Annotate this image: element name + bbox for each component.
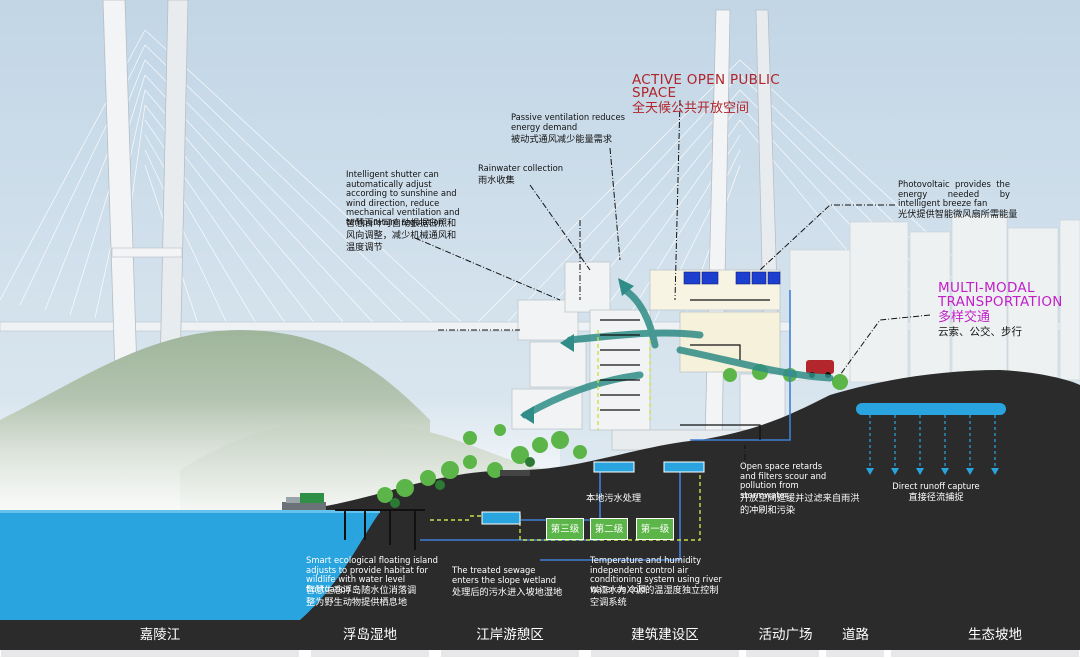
treatment-level-3: 第三级	[546, 518, 584, 540]
runoff-caption-en: Direct runoff capture	[892, 481, 980, 491]
rainwater-caption-zh: 雨水收集	[478, 175, 515, 186]
treated-sewage-caption-en: The treated sewage enters the slope wetl…	[452, 565, 557, 585]
runoff-capture-device	[856, 403, 1006, 475]
riverbank-slope	[380, 510, 520, 620]
shutter-caption-zh: 智慧百叶可自动根据日照和风向调整，减少机械通风和温度调节	[346, 218, 457, 253]
hvac-caption-en: Temperature and humidity independent con…	[590, 555, 722, 594]
floating-island-caption-zh: 智慧生态浮岛随水位消落调整为野生动物提供栖息地	[306, 585, 417, 608]
treated-sewage-caption-zh: 处理后的污水进入坡地湿地	[452, 587, 563, 598]
vegetation	[377, 364, 848, 503]
zone-label-plaza: 活动广场	[758, 627, 813, 643]
zone-label-slope: 生态坡地	[968, 627, 1022, 643]
shutter-caption-en: Intelligent shutter can automatically ad…	[346, 169, 460, 227]
public-space-title: ACTIVE OPEN PUBLIC SPACE	[632, 72, 781, 101]
treatment-level-2: 第二级	[590, 518, 628, 540]
background-buildings	[789, 214, 1080, 383]
treatment-level-1: 第一级	[636, 518, 674, 540]
boardwalk	[500, 470, 530, 476]
river-surface-line	[0, 510, 380, 513]
zone-strip	[0, 620, 1080, 650]
open-space-caption-en: Open space retards and filters scour and…	[740, 461, 827, 500]
floating-island-pier	[335, 509, 425, 550]
pv-caption-zh: 光伏提供智能微风扇所需能量	[898, 209, 1018, 220]
open-space-caption-zh: 开放空间延缓并过滤来自雨洪的冲刷和污染	[740, 493, 860, 516]
zone-label-building: 建筑建设区	[631, 627, 699, 643]
leader-lines	[414, 99, 931, 460]
boat-icon	[282, 493, 326, 510]
public-space-title-zh: 全天候公共开放空间	[632, 101, 750, 116]
runoff-caption-zh: 直接径流捕捉	[908, 492, 964, 503]
river	[0, 512, 380, 620]
sewage-tank-2	[663, 461, 705, 473]
hvac-caption-zh: 以江水为冷源的温湿度独立控制空调系统	[590, 585, 719, 608]
trees-dark	[390, 457, 535, 508]
passive-caption-en: Passive ventilation reduces energy deman…	[511, 112, 625, 132]
slope-wetland-tank	[481, 511, 521, 525]
wetland-pipes	[430, 330, 701, 541]
multimodal-title: MULTI-MODAL TRANSPORTATION	[938, 280, 1063, 310]
multimodal-title-zh: 多样交通	[938, 310, 991, 325]
multimodal-sub: 云索、公交、步行	[938, 326, 1022, 338]
zone-label-waterfront: 江岸游憩区	[476, 627, 544, 643]
pv-caption-en: Photovoltaic provides the energy needed …	[898, 179, 1010, 209]
passive-caption-zh: 被动式通风减少能量需求	[511, 134, 613, 145]
sewage-tank-1	[593, 461, 635, 473]
floating-island-caption-en: Smart ecological floating island adjusts…	[306, 555, 438, 594]
airflow-arrows	[521, 286, 834, 419]
solar-panels	[683, 271, 781, 285]
rainwater-caption-en: Rainwater collection	[478, 163, 564, 173]
local-sewage-label: 本地污水处理	[586, 493, 642, 504]
airflow-arrowheads	[520, 278, 634, 424]
ventilation-ducts	[600, 299, 770, 440]
zone-label-wetland: 浮岛湿地	[343, 627, 397, 643]
zone-label-river: 嘉陵江	[139, 627, 181, 643]
zone-label-road: 道路	[842, 627, 869, 643]
